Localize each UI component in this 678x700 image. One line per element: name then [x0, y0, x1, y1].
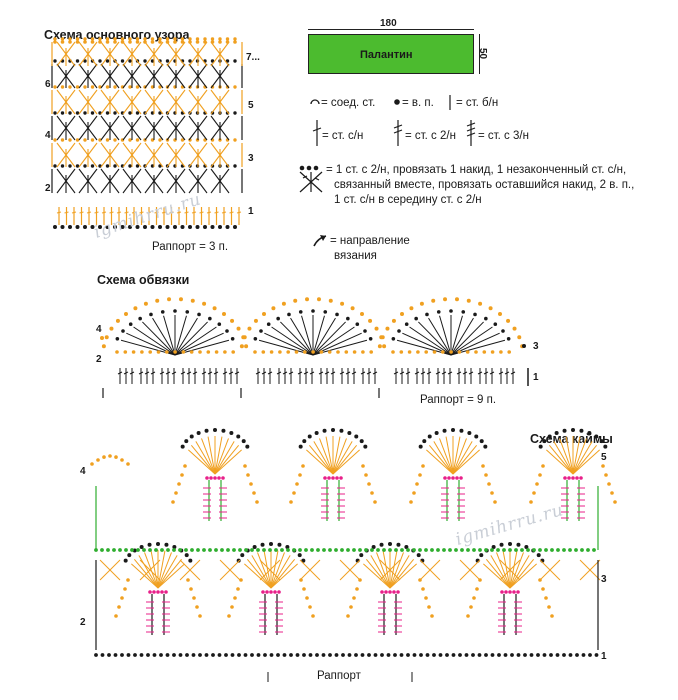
- legend-dc: = ст. с/н: [322, 130, 364, 142]
- edging-title: Схема обвязки: [97, 273, 190, 287]
- main-row-label-7: 7...: [246, 52, 260, 63]
- edging-row-label-3: 3: [533, 341, 539, 352]
- stole-rectangle: [308, 34, 474, 74]
- legend-tr: = ст. с 2/н: [405, 130, 456, 142]
- edging-row-label-1: 1: [533, 372, 539, 383]
- main-row-label-4: 4: [45, 130, 51, 141]
- main-rapport: Раппорт = 3 п.: [152, 241, 229, 253]
- border-row-label-2: 2: [80, 617, 86, 628]
- legend-complex-line2: связанный вместе, провязать оставшийся н…: [334, 179, 635, 191]
- legend-sc: = ст. б/н: [456, 97, 499, 109]
- legend-complex-line3: 1 ст. с/н в середину ст. с 2/н: [334, 194, 482, 206]
- stole-label: Палантин: [360, 49, 413, 61]
- legend-direction-line2: вязания: [334, 250, 377, 262]
- legend-complex-line1: = 1 ст. с 2/н, провязать 1 накид, 1 неза…: [326, 164, 627, 176]
- border-row-label-5: 5: [601, 452, 607, 463]
- legend-direction-line1: = направление: [330, 235, 410, 247]
- edging-row-label-2: 2: [96, 354, 102, 365]
- main-row-label-3: 3: [248, 153, 254, 164]
- main-row-label-5: 5: [248, 100, 254, 111]
- border-row-label-4: 4: [80, 466, 86, 477]
- border-row-label-3: 3: [601, 574, 607, 585]
- main-row-label-2: 2: [45, 183, 51, 194]
- stole-width-line: [308, 29, 474, 30]
- slip-stitch-symbol: [310, 99, 320, 105]
- direction-arrow-icon: [313, 235, 327, 247]
- stole-height-line: [479, 34, 480, 74]
- border-row-label-1: 1: [601, 651, 607, 662]
- edging-row-label-4: 4: [96, 324, 102, 335]
- complex-stitch-symbol: [299, 165, 323, 193]
- main-row-label-6: 6: [45, 79, 51, 90]
- legend-dtr: = ст. с 3/н: [478, 130, 529, 142]
- border-rapport: Раппорт: [317, 670, 361, 682]
- stole-width: 180: [380, 18, 397, 29]
- main-row-label-1: 1: [248, 206, 254, 217]
- legend-slip-stitch: = соед. ст.: [321, 97, 376, 109]
- chain-symbol: [394, 99, 400, 105]
- legend-chain: = в. п.: [402, 97, 434, 109]
- edging-rapport: Раппорт = 9 п.: [420, 394, 497, 406]
